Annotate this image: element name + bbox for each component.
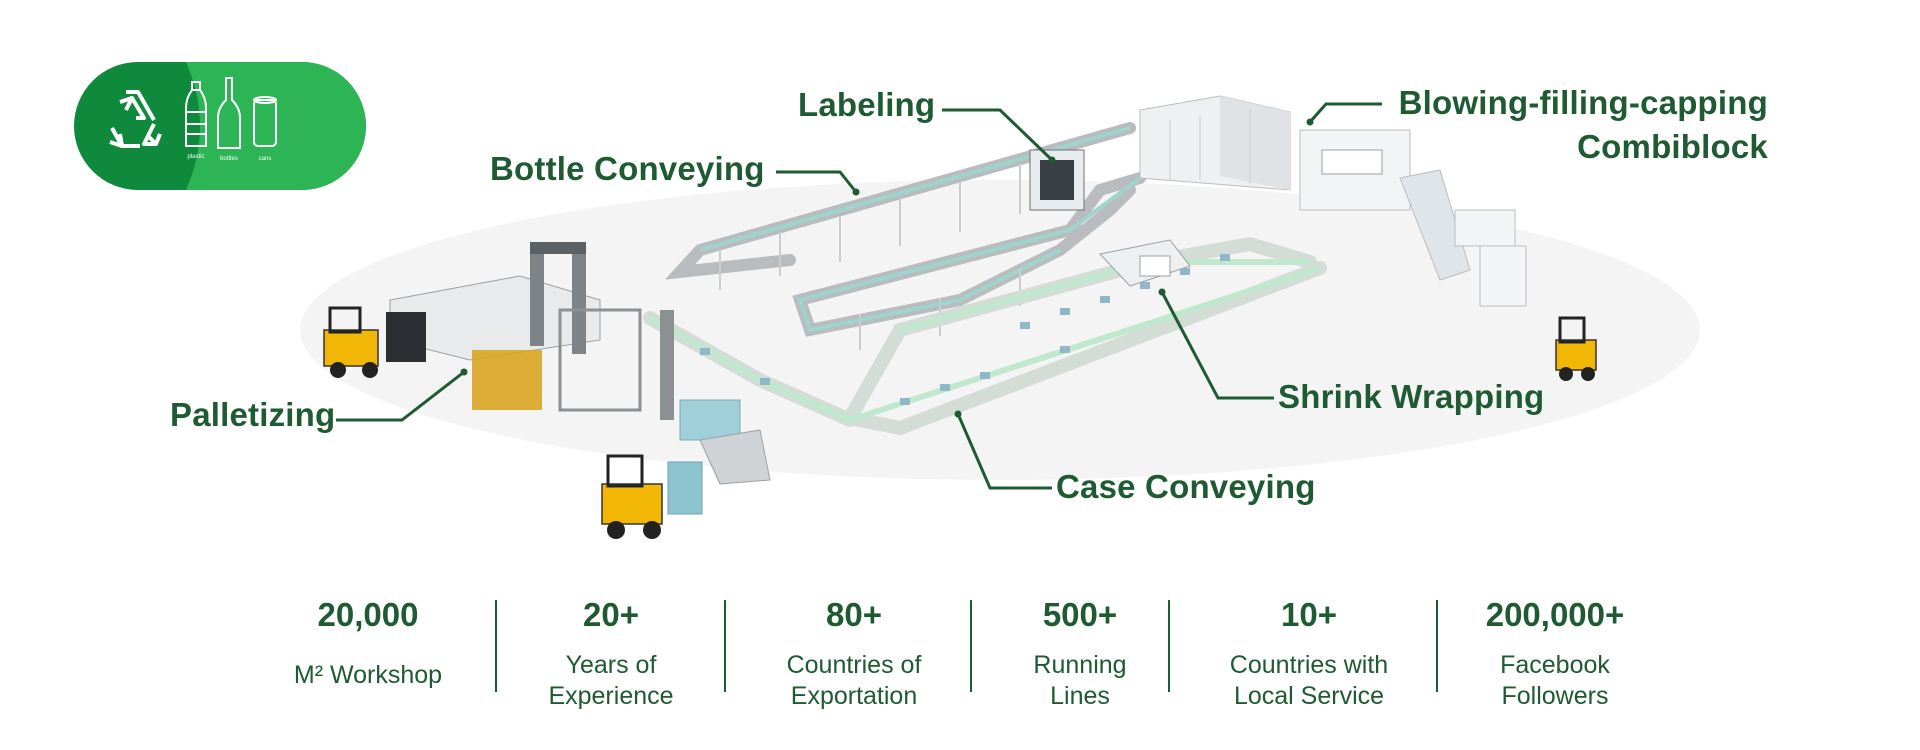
plastic-label: plastic: [187, 154, 204, 160]
stat-experience: 20+ Years of Experience: [511, 590, 711, 712]
bottling-plant-illustration: [300, 95, 1700, 539]
stat-value: 10+: [1281, 596, 1337, 633]
stat-local-service: 10+ Countries with Local Service: [1184, 590, 1434, 712]
stat-divider: [1436, 600, 1438, 692]
stat-label: Local Service: [1233, 682, 1385, 710]
glass-bottle-icon: [217, 77, 241, 149]
stat-workshop: 20,000 M² Workshop: [268, 590, 468, 691]
stat-label: Lines: [1050, 682, 1110, 710]
stat-label: Countries with: [1229, 651, 1389, 679]
stat-label: Years of: [565, 651, 657, 679]
stat-divider: [724, 600, 726, 692]
callout-case-conveying: Case Conveying: [1056, 468, 1316, 505]
stat-value: 200,000+: [1485, 596, 1625, 633]
stat-value: 500+: [1042, 596, 1118, 633]
forklift-left: [323, 306, 426, 378]
palletizer: [389, 242, 771, 485]
company-stats: 20,000 M² Workshop 20+ Years of Experien…: [268, 590, 1668, 730]
stat-value: 20+: [583, 596, 639, 633]
stat-divider: [1168, 600, 1170, 692]
forklift-right: [1555, 316, 1597, 381]
can-icon: [253, 96, 277, 147]
stat-divider: [970, 600, 972, 692]
recycling-badge: plastic bottles cans: [74, 62, 366, 190]
bottles-label: bottles: [220, 156, 238, 162]
recycle-icon: [109, 90, 162, 148]
stat-label: Facebook: [1500, 651, 1610, 679]
stat-facebook-followers: 200,000+ Facebook Followers: [1450, 590, 1660, 712]
labeling-machine: [1029, 149, 1085, 211]
callout-bottle-conveying: Bottle Conveying: [490, 150, 765, 187]
stat-label: Exportation: [790, 682, 918, 710]
callout-shrink-wrapping: Shrink Wrapping: [1278, 378, 1545, 415]
stat-label: Running: [1033, 651, 1127, 679]
combiblock-machine: [1139, 95, 1527, 307]
callout-combiblock-line1: Blowing-filling-capping: [1398, 84, 1768, 121]
stat-value: 20,000: [317, 596, 419, 633]
stat-running-lines: 500+ Running Lines: [988, 590, 1172, 712]
callout-palletizing: Palletizing: [170, 396, 336, 433]
plastic-bottle-icon: [185, 81, 207, 147]
stat-label: Followers: [1501, 682, 1609, 710]
stat-countries-exportation: 80+ Countries of Exportation: [738, 590, 970, 712]
callout-labeling: Labeling: [798, 86, 936, 123]
shrink-wrapper: [1099, 239, 1191, 287]
stat-label: Experience: [548, 682, 674, 710]
stat-label: M² Workshop: [293, 661, 443, 689]
stat-label: Countries of: [786, 651, 922, 679]
cans-label: cans: [259, 156, 272, 162]
stat-value: 80+: [826, 596, 882, 633]
callout-combiblock-line2: Combiblock: [1577, 128, 1768, 165]
stat-divider: [495, 600, 497, 692]
forklift-center: [601, 454, 703, 539]
